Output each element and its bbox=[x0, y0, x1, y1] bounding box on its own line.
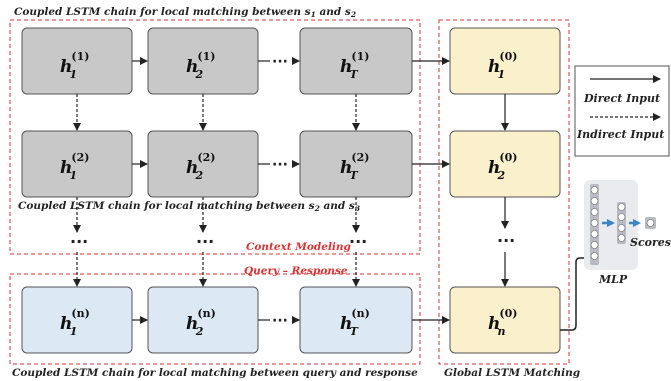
bottom-caption: Coupled LSTM chain for local matching be… bbox=[12, 367, 418, 379]
svg-text:h(2)2: h(2)2 bbox=[186, 151, 215, 182]
svg-text:h(2)T: h(2)T bbox=[340, 151, 369, 182]
vellipsis-c1: ··· bbox=[70, 232, 88, 251]
svg-text:h(n)2: h(n)2 bbox=[186, 307, 216, 338]
node-g2: h(0)2 bbox=[449, 130, 561, 198]
vellipsis-c3: ··· bbox=[349, 232, 367, 251]
ellipsis-r2: ··· bbox=[272, 157, 288, 173]
svg-text:h(0)n: h(0)n bbox=[488, 307, 517, 338]
svg-text:h(n)T: h(n)T bbox=[340, 307, 370, 338]
svg-text:h(2)1: h(2)1 bbox=[60, 151, 89, 182]
legend: Direct Input Indirect Input bbox=[574, 65, 670, 157]
vellipsis-global: ··· bbox=[497, 231, 515, 250]
query-response-region bbox=[9, 273, 421, 365]
node-h1-n: h(n)1 bbox=[21, 286, 133, 354]
scores-label: Scores bbox=[630, 236, 671, 249]
legend-indirect-label: Indirect Input bbox=[576, 128, 664, 141]
node-hT-n: h(n)T bbox=[299, 286, 413, 354]
svg-text:h(1)1: h(1)1 bbox=[60, 50, 89, 81]
node-hT-2: h(2)T bbox=[299, 130, 413, 198]
node-h1-2: h(2)1 bbox=[21, 130, 133, 198]
svg-text:h(1)T: h(1)T bbox=[340, 50, 369, 81]
mid-caption: Coupled LSTM chain for local matching be… bbox=[18, 200, 360, 213]
connector-to-mlp bbox=[560, 257, 584, 331]
query-response-label: Query – Response bbox=[244, 265, 348, 277]
svg-text:h(n)1: h(n)1 bbox=[60, 307, 90, 338]
mlp-block bbox=[584, 180, 656, 270]
global-matching-region bbox=[438, 19, 570, 365]
mlp-label: MLP bbox=[598, 273, 628, 286]
legend-direct-label: Direct Input bbox=[583, 92, 660, 105]
svg-text:h(0)1: h(0)1 bbox=[488, 50, 517, 81]
vellipsis-c2: ··· bbox=[196, 232, 214, 251]
top-caption: Coupled LSTM chain for local matching be… bbox=[14, 6, 356, 19]
node-gn: h(0)n bbox=[449, 286, 561, 354]
node-h2-n: h(n)2 bbox=[147, 286, 259, 354]
context-modeling-region bbox=[9, 19, 421, 255]
node-g1: h(0)1 bbox=[449, 27, 561, 95]
global-matching-label: Global LSTM Matching bbox=[444, 367, 580, 379]
svg-text:h(1)2: h(1)2 bbox=[186, 50, 215, 81]
ellipsis-r1: ··· bbox=[272, 54, 288, 70]
node-h2-1: h(1)2 bbox=[147, 27, 259, 95]
node-h2-2: h(2)2 bbox=[147, 130, 259, 198]
node-h1-1: h(1)1 bbox=[21, 27, 133, 95]
node-hT-1: h(1)T bbox=[299, 27, 413, 95]
svg-text:h(0)2: h(0)2 bbox=[488, 151, 517, 182]
ellipsis-rn: ··· bbox=[272, 313, 288, 329]
context-modeling-label: Context Modeling bbox=[246, 241, 351, 253]
